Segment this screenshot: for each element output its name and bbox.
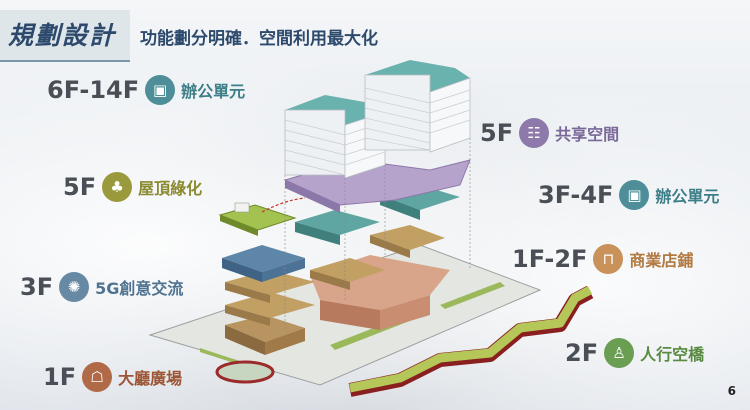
label-innovation-floor: 3F bbox=[20, 273, 54, 301]
label-office-upper-floor: 6F-14F bbox=[47, 76, 140, 104]
title-banner bbox=[0, 10, 130, 60]
label-office-lower: 3F-4F ▣ 辦公單元 bbox=[538, 180, 719, 210]
office-lower-slab-a bbox=[295, 210, 380, 235]
ground-green-strip bbox=[440, 282, 505, 309]
label-innovation: 3F ✺ 5G創意交流 bbox=[20, 272, 183, 302]
reception-icon: ☖ bbox=[82, 362, 113, 392]
desk-icon: ▣ bbox=[619, 180, 650, 210]
lobby-block-front bbox=[265, 328, 305, 355]
meeting-icon: ☷ bbox=[519, 118, 550, 148]
label-office-lower-name: 辦公單元 bbox=[655, 187, 720, 206]
label-office-upper: 6F-14F ▣ 辦公單元 bbox=[47, 75, 245, 105]
label-skybridge-floor: 2F bbox=[565, 339, 599, 367]
office-lower-edge-a bbox=[295, 222, 340, 245]
innovation-block-top bbox=[222, 245, 305, 272]
roof-pavilion bbox=[234, 202, 250, 213]
shared-floor-edge bbox=[285, 180, 340, 213]
shopping-bag-icon: ⊓ bbox=[593, 244, 624, 274]
label-roof-garden-floor: 5F bbox=[63, 173, 97, 201]
label-skybridge-name: 人行空橋 bbox=[640, 345, 705, 364]
label-shared-floor: 5F bbox=[480, 119, 514, 147]
roof-garden-edge bbox=[220, 215, 258, 236]
label-lobby-floor: 1F bbox=[43, 363, 77, 391]
retail-podium-front bbox=[380, 295, 430, 330]
mid-tan-slab bbox=[310, 258, 385, 282]
label-office-upper-name: 辦公單元 bbox=[181, 82, 246, 101]
roof-garden-slab bbox=[218, 204, 297, 231]
label-shared-name: 共享空間 bbox=[555, 125, 620, 144]
label-retail-name: 商業店鋪 bbox=[629, 251, 694, 270]
label-lobby: 1F ☖ 大廳廣場 bbox=[43, 362, 182, 392]
label-roof-garden: 5F ♣ 屋頂綠化 bbox=[63, 172, 202, 202]
page-number: 6 bbox=[727, 384, 736, 398]
right-tower-floor-lines bbox=[364, 87, 471, 151]
page-title: 規劃設計 bbox=[8, 21, 117, 50]
right-tower-facade-side bbox=[364, 74, 431, 151]
floor-3f-edge bbox=[225, 305, 270, 326]
right-tan-slab bbox=[370, 225, 445, 250]
label-shared: 5F ☷ 共享空間 bbox=[480, 118, 619, 148]
title-underline bbox=[0, 60, 130, 62]
label-retail-floor: 1F-2F bbox=[512, 245, 588, 273]
right-tan-edge bbox=[370, 235, 410, 258]
skybridge-deck bbox=[349, 286, 593, 393]
label-retail: 1F-2F ⊓ 商業店鋪 bbox=[512, 244, 693, 274]
brain-icon: ✺ bbox=[59, 272, 90, 302]
garden-icon: ♣ bbox=[102, 172, 133, 202]
label-roof-garden-name: 屋頂綠化 bbox=[138, 179, 203, 198]
label-skybridge: 2F ♙ 人行空橋 bbox=[565, 338, 704, 368]
floor-4f-edge bbox=[225, 282, 270, 303]
pedestrian-icon: ♙ bbox=[604, 338, 635, 368]
retail-podium-side bbox=[320, 300, 380, 330]
mid-tan-edge bbox=[310, 270, 350, 290]
page-subtitle: 功能劃分明確．空間利用最大化 bbox=[140, 29, 378, 49]
roof-link-arrow bbox=[261, 197, 306, 213]
label-office-lower-floor: 3F-4F bbox=[538, 181, 614, 209]
innovation-block-front bbox=[262, 258, 305, 282]
plaza-circle bbox=[215, 360, 275, 384]
innovation-block-side bbox=[222, 258, 262, 282]
office-lower-edge-b bbox=[380, 195, 420, 220]
lobby-block-top bbox=[225, 315, 305, 342]
desk-icon: ▣ bbox=[145, 75, 176, 105]
label-lobby-name: 大廳廣場 bbox=[118, 369, 183, 388]
floor-guide-lines bbox=[284, 138, 471, 330]
lobby-block-side bbox=[225, 325, 265, 355]
label-innovation-name: 5G創意交流 bbox=[95, 279, 184, 298]
